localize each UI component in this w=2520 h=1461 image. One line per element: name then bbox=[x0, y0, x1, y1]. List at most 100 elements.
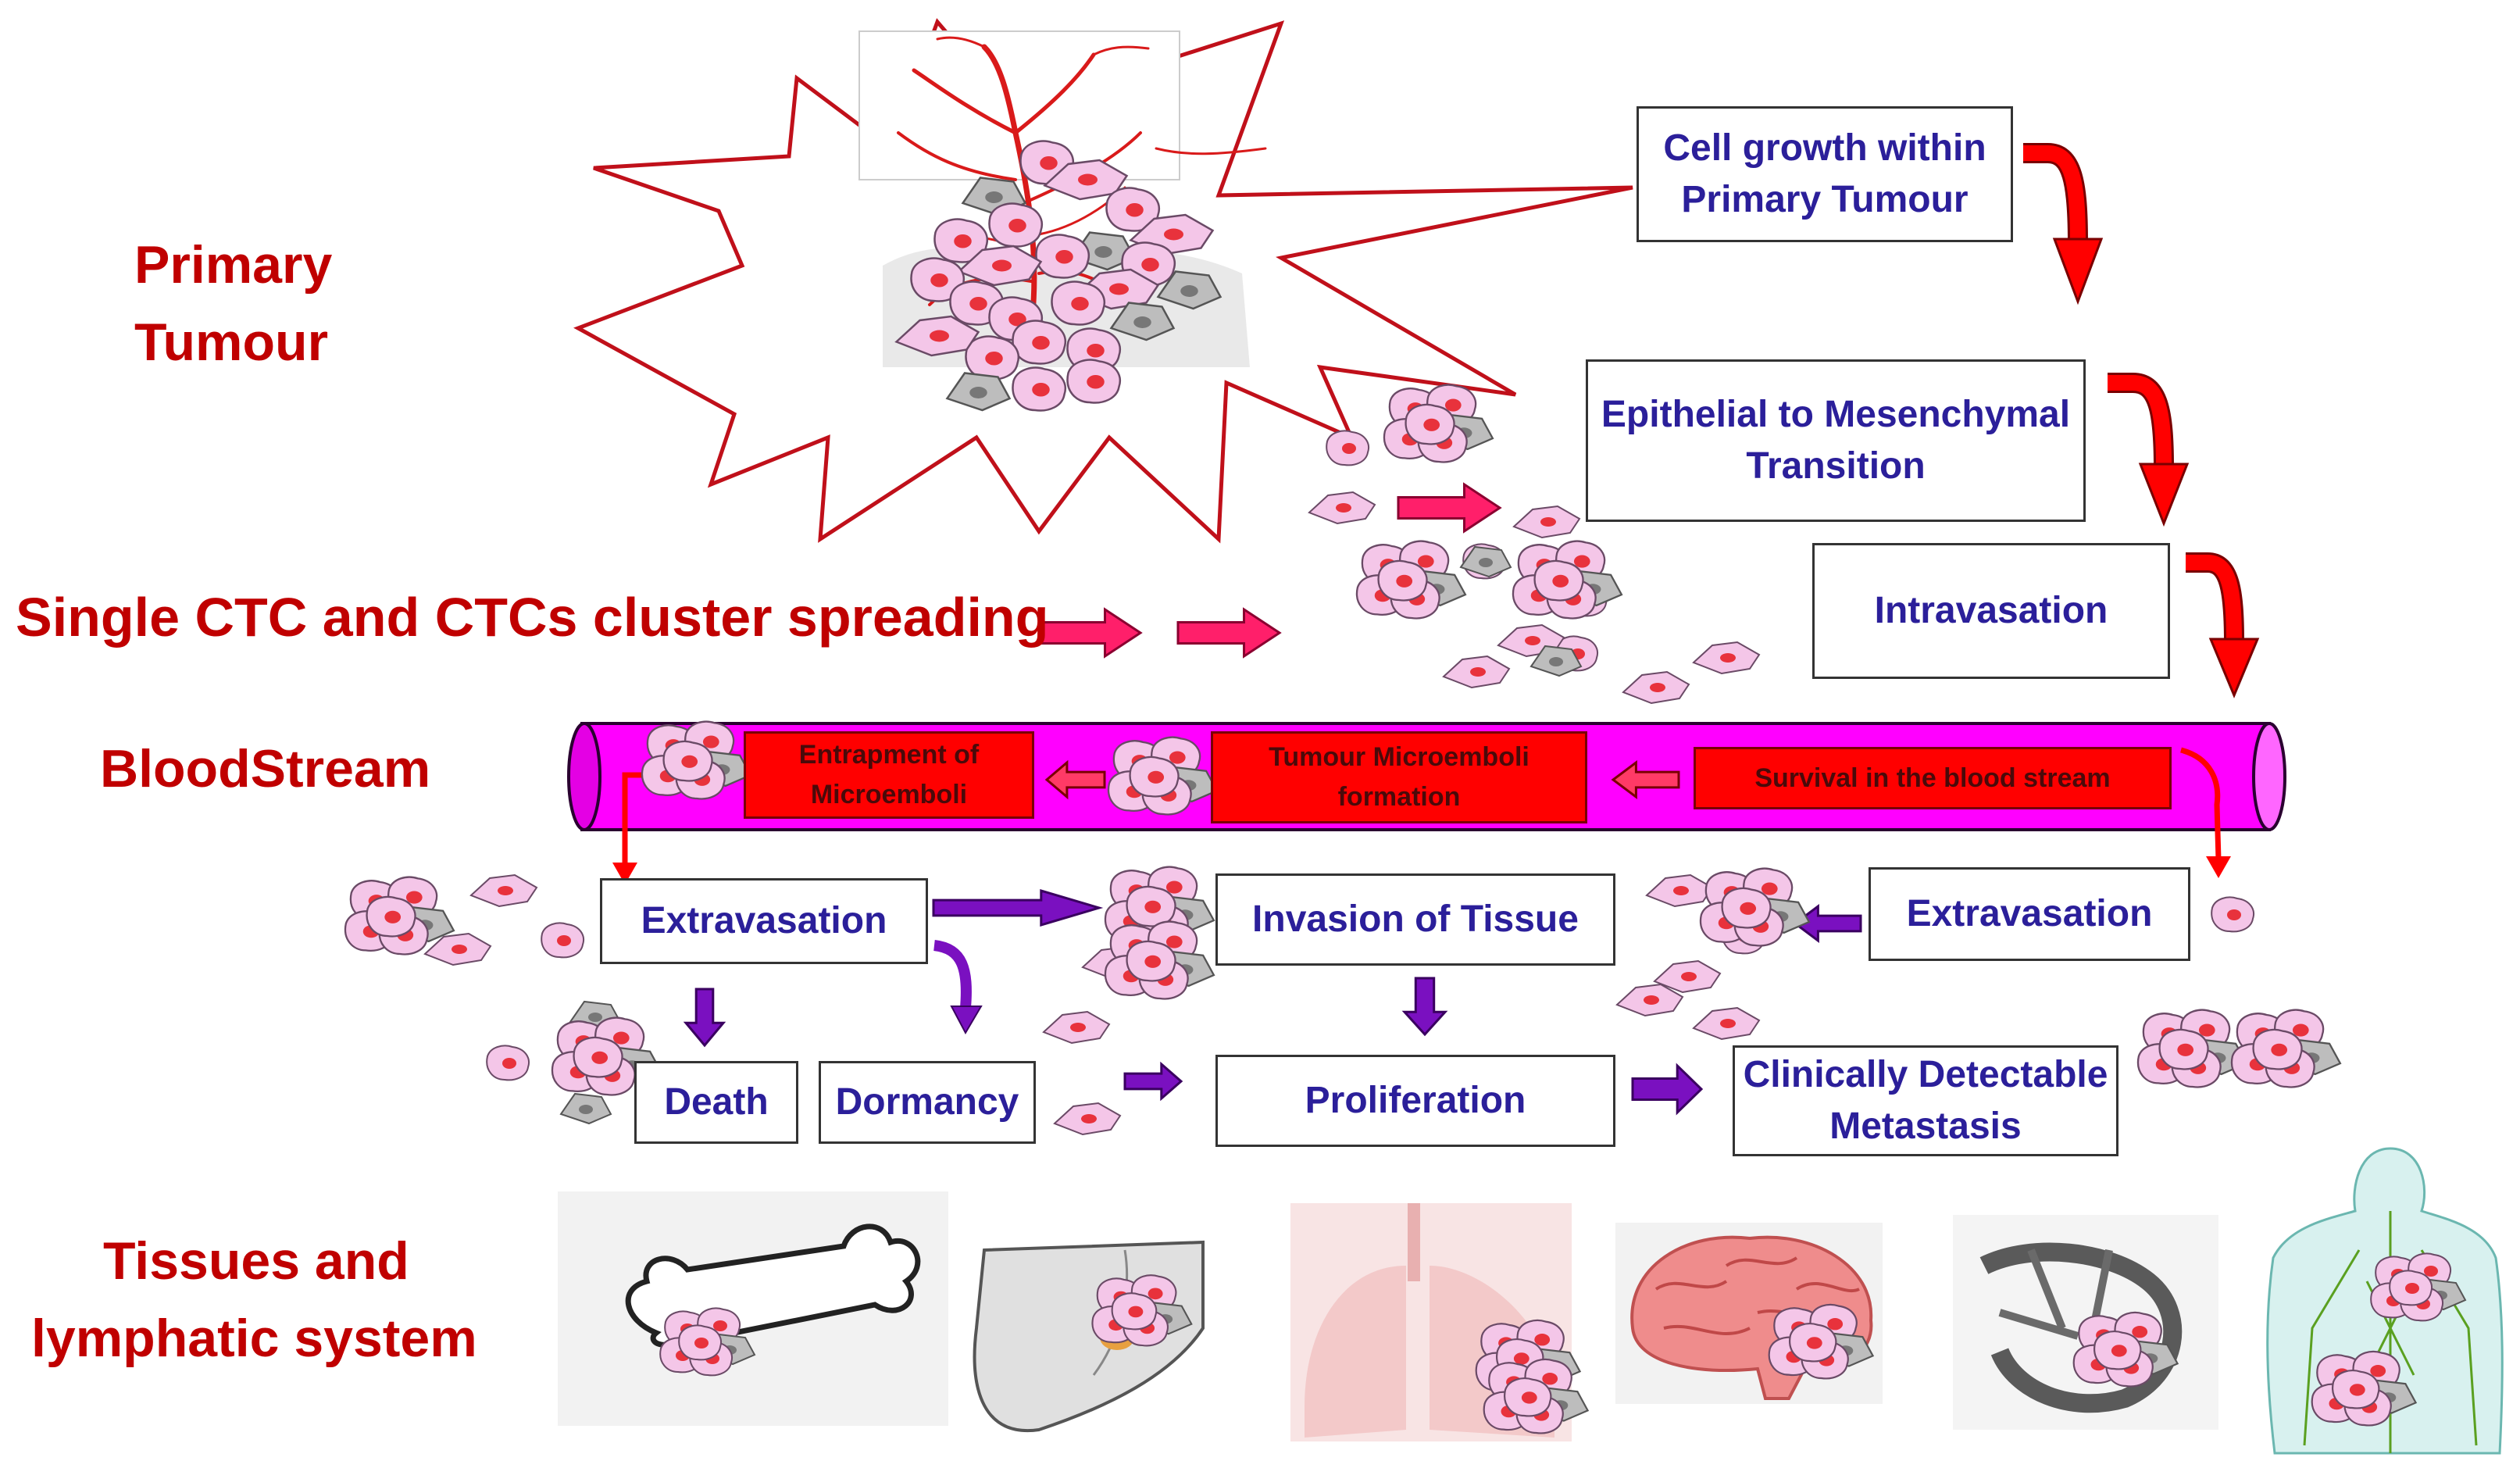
spread-arrow-2 bbox=[1176, 607, 1282, 659]
intravasation-box: Intravasation bbox=[1812, 543, 2170, 679]
arrow-extravasation-to-dormancy bbox=[933, 940, 972, 1009]
vessel-branch bbox=[981, 44, 1037, 331]
arrow-shaft bbox=[2186, 555, 2242, 643]
arrow-survival-to-extravasation-head bbox=[2206, 856, 2231, 878]
ctc-cluster bbox=[2232, 1010, 2340, 1088]
metastasis-line-2: Metastasis bbox=[1829, 1106, 2022, 1147]
circulating-tumour-cell bbox=[1308, 491, 1376, 524]
tissues-label-line-1: Tissues and bbox=[103, 1231, 409, 1291]
arrow-shaft bbox=[2023, 145, 2086, 243]
brain-fold bbox=[1725, 1256, 1798, 1267]
arrow-invasion-to-proliferation bbox=[1401, 977, 1448, 1037]
circulating-tumour-cell bbox=[560, 1093, 612, 1124]
ctc-cluster bbox=[1105, 922, 1214, 999]
entrapment-box: Entrapment of Microemboli bbox=[744, 731, 1034, 819]
tumour-cell bbox=[1012, 320, 1067, 365]
ctc-cluster bbox=[2138, 1010, 2247, 1088]
invasion-line: Invasion of Tissue bbox=[1252, 898, 1579, 940]
emt-line-2: Transition bbox=[1746, 445, 1926, 487]
extravasation-right-line: Extravasation bbox=[1906, 892, 2153, 934]
tumour-cell bbox=[965, 335, 1020, 380]
microemboli-formation-line-2: formation bbox=[1337, 782, 1461, 812]
extravasation-left-box: Extravasation bbox=[600, 878, 928, 964]
extravasation-left-line: Extravasation bbox=[641, 899, 887, 941]
circulating-tumour-cell bbox=[1043, 1011, 1110, 1044]
circulating-tumour-cell bbox=[1693, 1007, 1760, 1040]
dormancy-box: Dormancy bbox=[819, 1061, 1036, 1144]
arrow-head bbox=[2138, 463, 2190, 527]
tumour-cell bbox=[1012, 366, 1067, 412]
brain-fold bbox=[1795, 1281, 1860, 1293]
metastasis-box: Clinically Detectable Metastasis bbox=[1733, 1045, 2118, 1156]
lymph-node-vessels bbox=[1998, 1248, 2113, 1340]
spread-arrow-3 bbox=[1397, 482, 1502, 534]
arrow-extravasation-to-dormancy-head bbox=[950, 1006, 983, 1035]
primary-tumour-label-line-1: Primary bbox=[134, 235, 333, 295]
arrow-extravasation-to-invasion bbox=[932, 888, 1104, 927]
extravasation-right-box: Extravasation bbox=[1869, 867, 2190, 961]
arrow-emt-to-intravasation bbox=[2108, 373, 2190, 527]
lungs-icon bbox=[1305, 1266, 1406, 1438]
blood-vessel-right-cap bbox=[2252, 722, 2286, 831]
arrow-dormancy-to-proliferation bbox=[1123, 1061, 1183, 1102]
arrow-proliferation-to-metastasis bbox=[1631, 1063, 1704, 1116]
vessel-arrow-2 bbox=[1044, 759, 1106, 800]
arrow-survival-to-extravasation bbox=[2180, 747, 2222, 860]
lymphatic-vessel bbox=[2303, 1249, 2361, 1446]
spreading-label: Single CTC and CTCs cluster spreading bbox=[16, 587, 1049, 648]
arrow-extravasation-right-to-cells bbox=[1793, 904, 1862, 943]
circulating-tumour-cell bbox=[470, 874, 537, 907]
ctc-cluster bbox=[1701, 869, 1809, 946]
circulating-tumour-cell bbox=[1513, 505, 1580, 538]
bent-arrow-head bbox=[612, 863, 637, 884]
tumour-cell bbox=[1066, 359, 1122, 404]
ctc-cluster bbox=[1384, 385, 1493, 463]
death-line: Death bbox=[664, 1081, 769, 1123]
vessel-branch bbox=[1013, 52, 1096, 135]
circulating-tumour-cell bbox=[1646, 874, 1713, 907]
intravasation-line: Intravasation bbox=[1874, 589, 2108, 631]
emt-box: Epithelial to Mesenchymal Transition bbox=[1586, 359, 2086, 522]
arrow-growth-to-emt bbox=[2023, 143, 2104, 305]
entrapment-line-2: Microemboli bbox=[810, 780, 968, 809]
lymph-node-icon bbox=[1979, 1242, 2183, 1413]
blood-vessel-left-cap bbox=[567, 722, 601, 831]
tumour-cell bbox=[1051, 280, 1106, 326]
ctc-cluster bbox=[1357, 541, 1465, 619]
vessel-branch bbox=[1092, 45, 1150, 56]
cell-growth-box: Cell growth within Primary Tumour bbox=[1637, 106, 2013, 242]
circulating-tumour-cell bbox=[1443, 655, 1510, 688]
vessel-arrow-1 bbox=[1611, 760, 1680, 799]
brain-fold bbox=[1654, 1280, 1728, 1291]
invasion-box: Invasion of Tissue bbox=[1215, 873, 1615, 966]
vessel-branch bbox=[1155, 147, 1267, 155]
cell-growth-line-2: Primary Tumour bbox=[1681, 179, 1969, 220]
circulating-tumour-cell bbox=[541, 922, 585, 959]
circulating-tumour-cell bbox=[486, 1045, 530, 1081]
microemboli-formation-box: Tumour Microemboli formation bbox=[1211, 731, 1587, 823]
tumour-cell bbox=[1035, 234, 1090, 279]
vessel-branch bbox=[897, 131, 1017, 181]
circulating-tumour-cell bbox=[1693, 641, 1760, 674]
metastasis-line-1: Clinically Detectable bbox=[1743, 1053, 2108, 1095]
entrapment-line-1: Entrapment of bbox=[798, 740, 980, 770]
tissues-label-line-2: lymphatic system bbox=[31, 1308, 477, 1368]
primary-tumour-label-line-2: Tumour bbox=[134, 312, 329, 372]
microemboli-formation-line-1: Tumour Microemboli bbox=[1269, 742, 1529, 772]
cell-growth-line-1: Cell growth within bbox=[1663, 127, 1986, 169]
arrow-extravasation-to-death bbox=[683, 988, 726, 1048]
circulating-tumour-cell bbox=[1054, 1102, 1121, 1135]
circulating-tumour-cell bbox=[1622, 671, 1690, 704]
spread-arrow-1 bbox=[1037, 607, 1143, 659]
arrow-head bbox=[2052, 238, 2104, 305]
arrow-intravasation-to-bloodstream bbox=[2186, 552, 2260, 698]
arrow-shaft bbox=[2108, 375, 2172, 468]
death-box: Death bbox=[634, 1061, 798, 1144]
vessel-branch bbox=[912, 68, 1018, 135]
dormancy-line: Dormancy bbox=[835, 1081, 1019, 1123]
brain-fold bbox=[1663, 1324, 1751, 1336]
survival-line: Survival in the blood stream bbox=[1754, 763, 2111, 793]
survival-box: Survival in the blood stream bbox=[1694, 747, 2172, 809]
circulating-tumour-cell bbox=[1326, 430, 1370, 466]
